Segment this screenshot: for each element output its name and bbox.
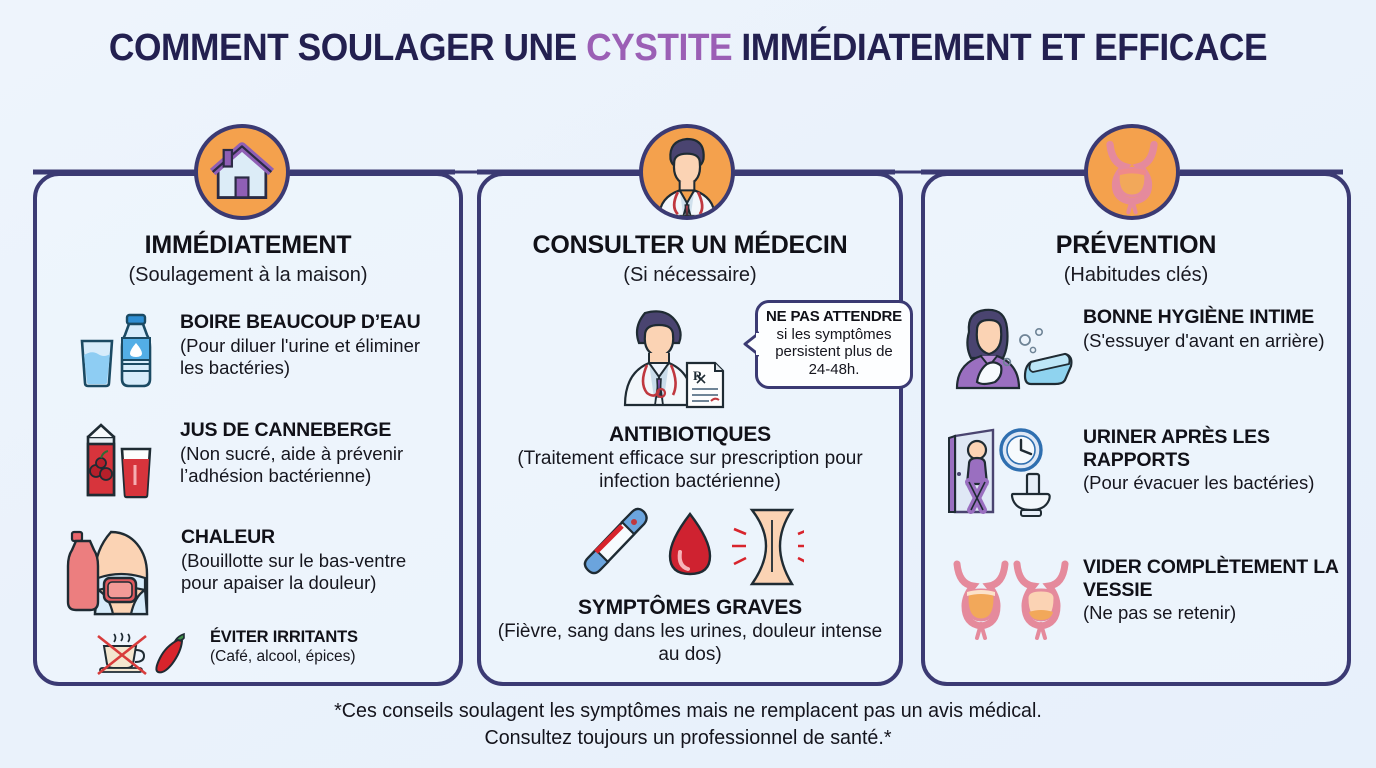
doctor-prescription-icon: R xyxy=(623,310,725,409)
callout-detail: si les symptômes persistent plus de 24-4… xyxy=(775,325,893,378)
card-subtitle: (Si nécessaire) xyxy=(623,264,757,286)
title-text-accent: CYSTITE xyxy=(586,27,733,69)
thermometer-blood-backpain-icon xyxy=(583,507,804,586)
two-bladders-icon xyxy=(953,560,1069,640)
list-item: ÉVITER IRRITANTS (Café, alcool, épices) xyxy=(92,628,442,676)
item-heading: ÉVITER IRRITANTS xyxy=(210,628,358,646)
card-subtitle: (Soulagement à la maison) xyxy=(128,264,368,286)
list-item: ANTIBIOTIQUES (Traitement efficace sur p… xyxy=(481,423,899,493)
item-detail: (Café, alcool, épices) xyxy=(210,648,356,666)
badge-bladder xyxy=(1084,124,1180,220)
callout-heading: NE PAS ATTENDRE xyxy=(766,308,902,325)
card-subtitle: (Habitudes clés) xyxy=(1063,264,1209,286)
woman-soap-hygiene-icon xyxy=(955,308,1073,390)
item-detail: (Pour évacuer les bactéries) xyxy=(1083,472,1315,494)
title-text-after: IMMÉDIATEMENT ET EFFICACE xyxy=(732,27,1268,69)
list-item: CHALEUR (Bouillotte sur le bas-ventre po… xyxy=(65,526,445,618)
badge-house xyxy=(194,124,290,220)
item-heading: ANTIBIOTIQUES xyxy=(609,423,771,446)
card-prevention: PRÉVENTION (Habitudes clés) BONNE HYGIÈN… xyxy=(921,172,1351,686)
item-heading: VIDER COMPLÈTEMENT LA VESSIE xyxy=(1083,556,1339,601)
item-heading: BOIRE BEAUCOUP D’EAU xyxy=(180,311,421,333)
list-item: BOIRE BEAUCOUP D’EAU (Pour diluer l'urin… xyxy=(72,311,442,389)
item-detail: (Pour diluer l'urine et éliminer les bac… xyxy=(180,334,421,378)
list-item: SYMPTÔMES GRAVES (Fièvre, sang dans les … xyxy=(481,596,899,666)
item-heading: URINER APRÈS LES RAPPORTS xyxy=(1083,426,1270,471)
water-bottle-glass-icon xyxy=(80,313,152,388)
list-item: BONNE HYGIÈNE INTIME (S'essuyer d'avant … xyxy=(947,306,1343,390)
list-item: URINER APRÈS LES RAPPORTS (Pour évacuer … xyxy=(947,426,1343,518)
footer-line-1: *Ces conseils soulagent les symptômes ma… xyxy=(334,699,1042,722)
item-heading: BONNE HYGIÈNE INTIME xyxy=(1083,306,1315,328)
card-consult-doctor: CONSULTER UN MÉDECIN (Si nécessaire) R A… xyxy=(477,172,903,686)
card-immediate: IMMÉDIATEMENT (Soulagement à la maison) … xyxy=(33,172,463,686)
footer-line-2: Consultez toujours un professionnel de s… xyxy=(484,726,892,750)
toilet-clock-icon xyxy=(948,428,1051,517)
card-title: IMMÉDIATEMENT xyxy=(144,231,352,259)
badge-doctor xyxy=(639,124,735,220)
item-heading: CHALEUR xyxy=(181,526,275,548)
item-detail: (Ne pas se retenir) xyxy=(1083,602,1237,624)
item-heading: SYMPTÔMES GRAVES xyxy=(578,596,802,619)
list-item: VIDER COMPLÈTEMENT LA VESSIE (Ne pas se … xyxy=(947,556,1343,640)
item-detail: (Bouillotte sur le bas-ventre pour apais… xyxy=(181,549,407,593)
list-item: JUS DE CANNEBERGE (Non sucré, aide à pré… xyxy=(72,419,442,501)
bladder-icon xyxy=(1106,140,1158,215)
item-detail: (Fièvre, sang dans les urines, douleur i… xyxy=(497,621,883,665)
callout-do-not-wait: NE PAS ATTENDRE si les symptômes persist… xyxy=(743,300,913,389)
house-icon xyxy=(209,142,275,200)
callout-tail xyxy=(743,331,759,357)
card-title: PRÉVENTION xyxy=(1055,231,1217,259)
item-detail: (S'essuyer d'avant en arrière) xyxy=(1083,329,1325,351)
item-detail: (Non sucré, aide à prévenir l’adhésion b… xyxy=(180,442,404,486)
cranberry-juice-icon xyxy=(86,423,152,499)
page-title: COMMENT SOULAGER UNE CYSTITE IMMÉDIATEME… xyxy=(48,27,1328,70)
item-heading: JUS DE CANNEBERGE xyxy=(180,419,392,441)
hot-water-bottle-icon xyxy=(66,530,149,616)
title-text-before: COMMENT SOULAGER UNE xyxy=(108,27,587,69)
no-coffee-chili-icon xyxy=(97,632,185,676)
doctor-icon xyxy=(658,137,716,216)
card-title: CONSULTER UN MÉDECIN xyxy=(532,231,848,259)
item-detail: (Traitement efficace sur prescription po… xyxy=(517,448,863,492)
footer-disclaimer: *Ces conseils soulagent les symptômes ma… xyxy=(28,697,1349,751)
